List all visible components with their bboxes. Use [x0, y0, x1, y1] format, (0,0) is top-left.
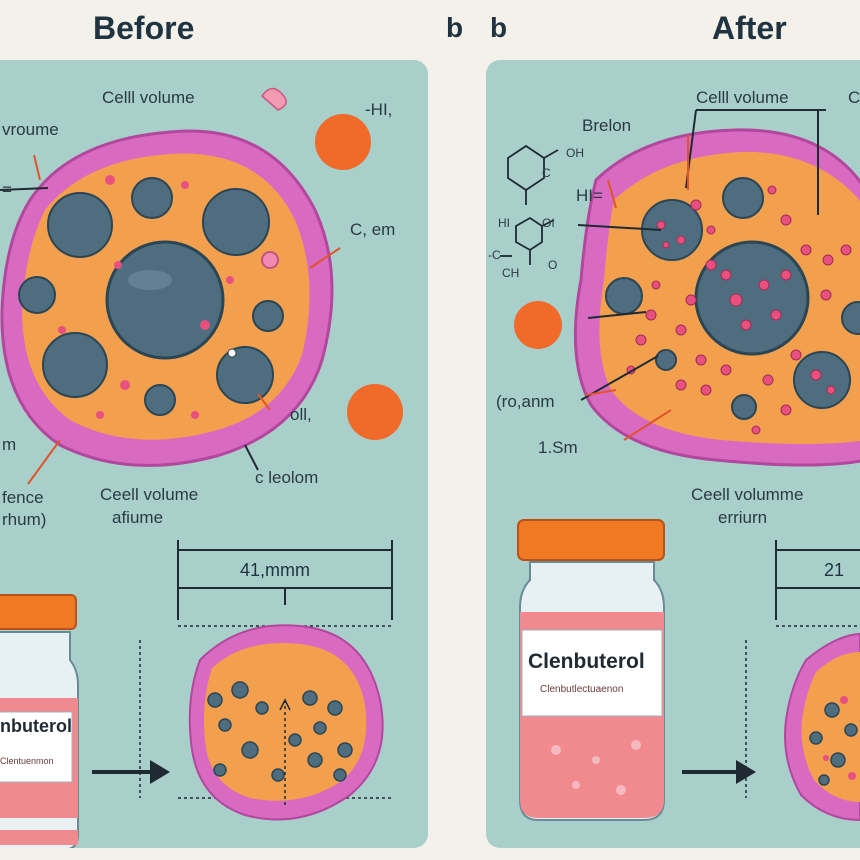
before-right-label-3: oll,	[290, 405, 312, 424]
before-panel: Celll volume vroume = -HI, C, em oll, c …	[0, 60, 428, 848]
after-nucleus	[694, 240, 810, 356]
after-chem-label-5: -C	[488, 248, 501, 262]
before-title: Before	[93, 10, 195, 46]
after-organelles	[605, 177, 860, 420]
before-bottom-label: c leolom	[255, 468, 319, 487]
after-small-organelles	[809, 702, 858, 786]
before-measure-value: 41,mmm	[240, 560, 311, 580]
after-chem-structure-2	[500, 216, 555, 265]
before-nucleus	[105, 240, 225, 360]
before-diagram	[0, 87, 403, 848]
before-vesicles	[58, 175, 234, 419]
before-vial	[0, 594, 79, 848]
before-bottom-left-2: fence	[2, 488, 44, 507]
before-small-organelles	[207, 681, 353, 782]
after-measure-bracket	[775, 540, 860, 620]
after-orange-ball	[514, 301, 562, 349]
after-measure-value: 21	[824, 560, 845, 580]
after-top-right: C	[848, 88, 860, 107]
after-chem-label-4: OI	[542, 216, 555, 230]
before-pointer-lines	[27, 154, 341, 485]
after-vial-sublabel: Clenbutlectuaenon	[540, 684, 624, 695]
after-caption-1: Ceell volumme	[691, 485, 804, 504]
after-vesicles	[626, 185, 852, 435]
after-diagram	[500, 109, 860, 822]
before-bottom-left-3: rhum)	[2, 510, 47, 529]
before-orange-ball-1	[315, 114, 371, 170]
before-organelles	[18, 177, 284, 416]
after-panel: Celll volume C Brelon HI= (ro,anm 1.Sm O…	[486, 60, 860, 848]
after-left-label-3: (ro,anm	[496, 392, 555, 411]
before-caption-1: Ceell volume	[100, 485, 199, 504]
before-top-label: Celll volume	[102, 88, 195, 107]
after-vial-label: Clenbuterol	[528, 650, 645, 673]
before-vial-sublabel: Clentuenmon	[0, 756, 54, 766]
after-left-label-2: HI=	[576, 186, 603, 205]
after-vial	[517, 519, 665, 821]
after-title: After	[712, 10, 787, 46]
after-chem-label-6: CH	[502, 266, 520, 280]
before-left-label-1: vroume	[2, 120, 59, 139]
before-caption-2: afiume	[112, 508, 164, 527]
before-orange-ball-2	[347, 384, 403, 440]
before-right-label-2: C, em	[350, 220, 396, 239]
before-left-label-2: =	[2, 180, 12, 199]
before-vial-label: nbuterol	[0, 716, 72, 736]
after-chem-label-2: C	[542, 166, 551, 180]
after-chem-label-1: OH	[566, 146, 584, 160]
after-top-label: Celll volume	[696, 88, 789, 107]
after-chem-structure-1	[507, 144, 559, 205]
after-left-label-1: Brelon	[582, 116, 632, 135]
before-bottom-left-1: m	[2, 435, 17, 454]
after-caption-2: erriurn	[718, 508, 768, 527]
after-chem-label-3: HI	[498, 216, 510, 230]
after-left-label-4: 1.Sm	[538, 438, 578, 457]
before-measure-bracket	[177, 540, 393, 620]
before-right-label-1: -HI,	[365, 100, 393, 119]
after-pointer-lines	[577, 109, 826, 401]
panel-letter-b2: b	[490, 12, 508, 43]
after-chem-label-7: O	[548, 258, 558, 272]
panel-letter-b1: b	[446, 12, 464, 43]
